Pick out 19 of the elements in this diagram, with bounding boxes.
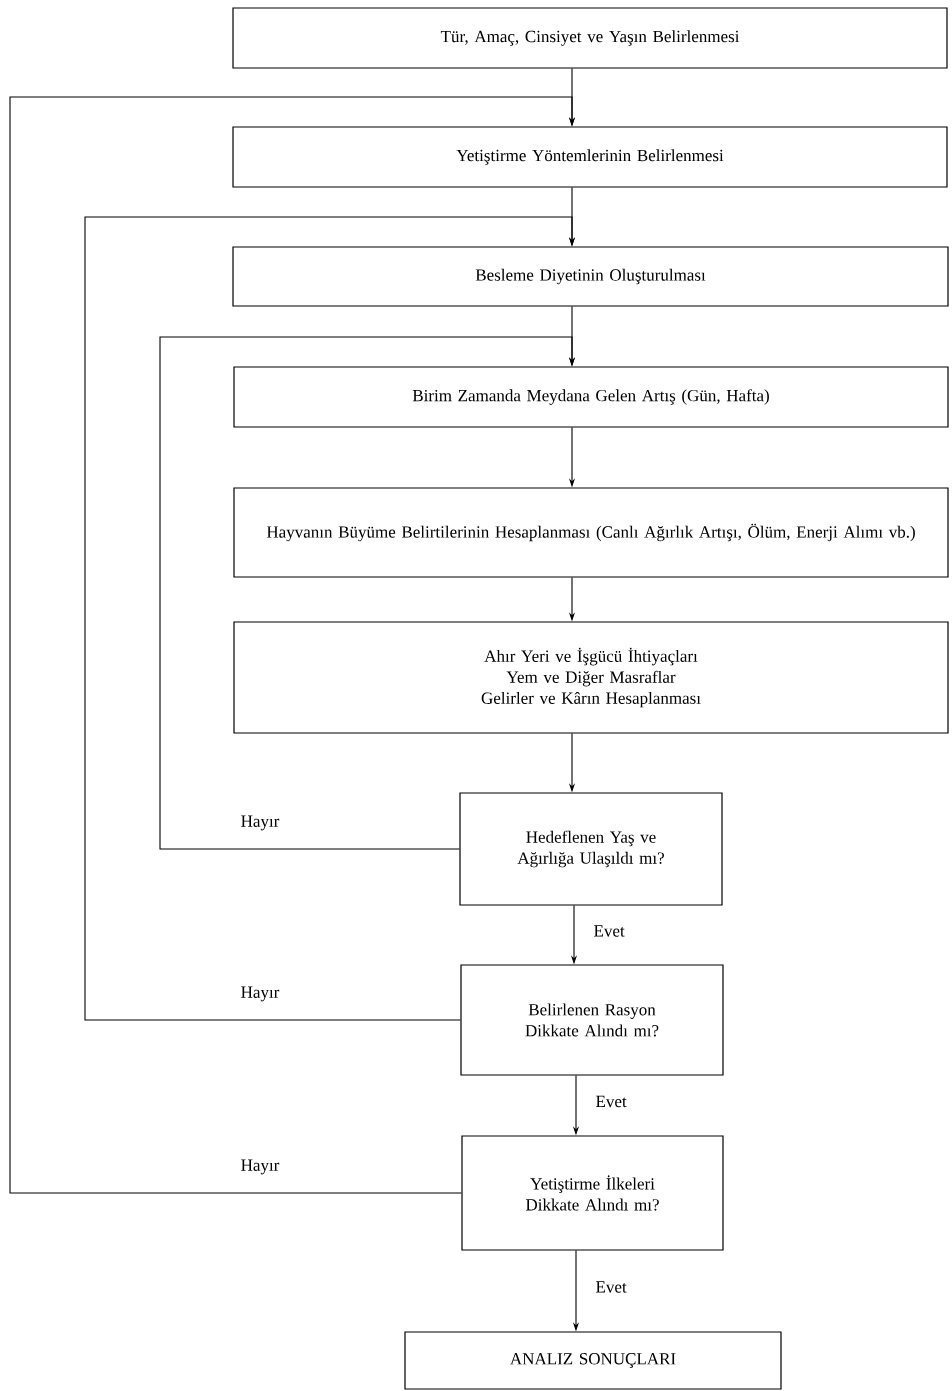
edge-label: Hayır: [241, 815, 280, 831]
decision-box: Hedeflenen Yaş ve Ağırlığa Ulaşıldı mı?: [459, 792, 723, 906]
process-box: Tür, Amaç, Cinsiyet ve Yaşın Belirlenmesi: [232, 7, 948, 69]
process-box: Yetiştirme Yöntemlerinin Belirlenmesi: [232, 126, 948, 188]
feedback-arrow: [159, 336, 576, 850]
feedback-arrow: [9, 96, 576, 1194]
edge-label: Evet: [594, 925, 625, 937]
edge-label: Hayır: [241, 986, 280, 1002]
process-box: Birim Zamanda Meydana Gelen Artış (Gün, Hafta): [233, 366, 949, 428]
decision-box: Belirlenen Rasyon Dikkate Alındı mı?: [460, 964, 724, 1076]
edge-label: Hayır: [241, 1159, 280, 1175]
feedback-arrow: [84, 216, 576, 1021]
process-box: Ahır Yeri ve İşgücü İhtiyaçları Yem ve Diğer Masraflar Gelirler ve Kârın Hesaplanması: [233, 621, 949, 734]
edge-label: Evet: [596, 1281, 627, 1293]
edge-label: Evet: [596, 1095, 627, 1108]
process-box: Besleme Diyetinin Oluşturulması: [232, 246, 949, 307]
decision-box: Yetiştirme İlkeleri Dikkate Alındı mı?: [461, 1135, 724, 1251]
process-box: Hayvanın Büyüme Belirtilerinin Hesaplanması (Canlı Ağırlık Artışı, Ölüm, Enerji Alımı vb.): [233, 487, 949, 578]
process-box: ANALIZ SONUÇLARI: [404, 1331, 782, 1390]
